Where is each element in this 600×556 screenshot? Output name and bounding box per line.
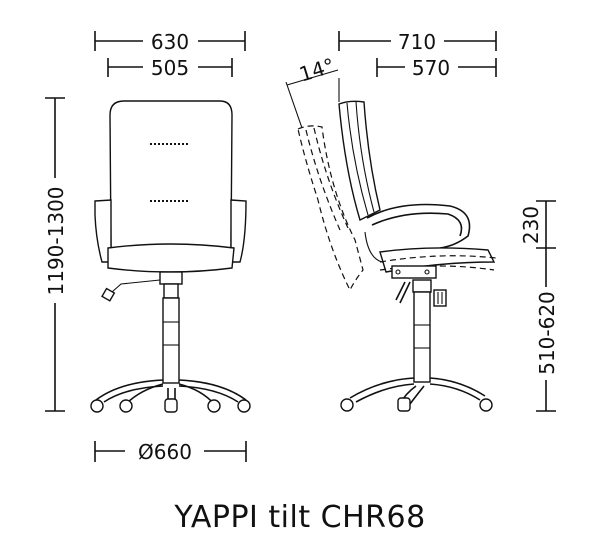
front-view-chair — [90, 100, 251, 413]
side-mechanism — [391, 265, 437, 279]
dimension-front-seat-width: 505 — [107, 56, 233, 80]
dimension-label-14deg: 14° — [296, 53, 337, 86]
dimension-label-230: 230 — [519, 206, 543, 244]
dimension-label-510-620: 510-620 — [535, 291, 559, 375]
front-seat — [107, 243, 235, 273]
dimension-side-seat-depth: 570 — [376, 56, 497, 80]
side-caster — [397, 397, 411, 412]
dimension-armrest-height: 230 — [519, 200, 556, 249]
front-mechanism — [159, 271, 183, 285]
side-gas-lift — [413, 291, 431, 383]
side-caster — [479, 398, 493, 412]
front-gas-lift — [162, 297, 180, 384]
dimension-backrest-tilt: 14° — [285, 53, 340, 129]
dimension-label-710: 710 — [398, 30, 436, 54]
dimension-seat-height: 510-620 — [535, 248, 559, 412]
dimension-label-505: 505 — [151, 56, 189, 80]
front-lever-handle — [101, 287, 116, 302]
dimension-label-1190-1300: 1190-1300 — [44, 186, 68, 295]
front-armrest-right — [230, 199, 247, 263]
dimension-overall-height: 1190-1300 — [44, 97, 68, 412]
side-view-chair — [297, 100, 497, 412]
dimension-label-630: 630 — [151, 30, 189, 54]
side-adjust-knob — [433, 289, 447, 307]
front-backrest — [109, 100, 233, 249]
front-caster — [90, 399, 104, 413]
dimension-side-overall-depth: 710 — [338, 30, 497, 54]
dimension-front-overall-width: 630 — [94, 30, 246, 54]
front-caster — [164, 398, 178, 413]
product-title: YAPPI tilt CHR68 — [174, 500, 426, 535]
side-backrest — [338, 100, 381, 221]
side-caster — [340, 398, 354, 412]
front-caster — [207, 399, 221, 413]
front-caster — [119, 399, 133, 413]
dimension-label-570: 570 — [412, 56, 450, 80]
front-caster — [237, 399, 251, 413]
dimension-label-660: Ø660 — [138, 440, 192, 464]
dimension-base-diameter: Ø660 — [94, 440, 247, 464]
